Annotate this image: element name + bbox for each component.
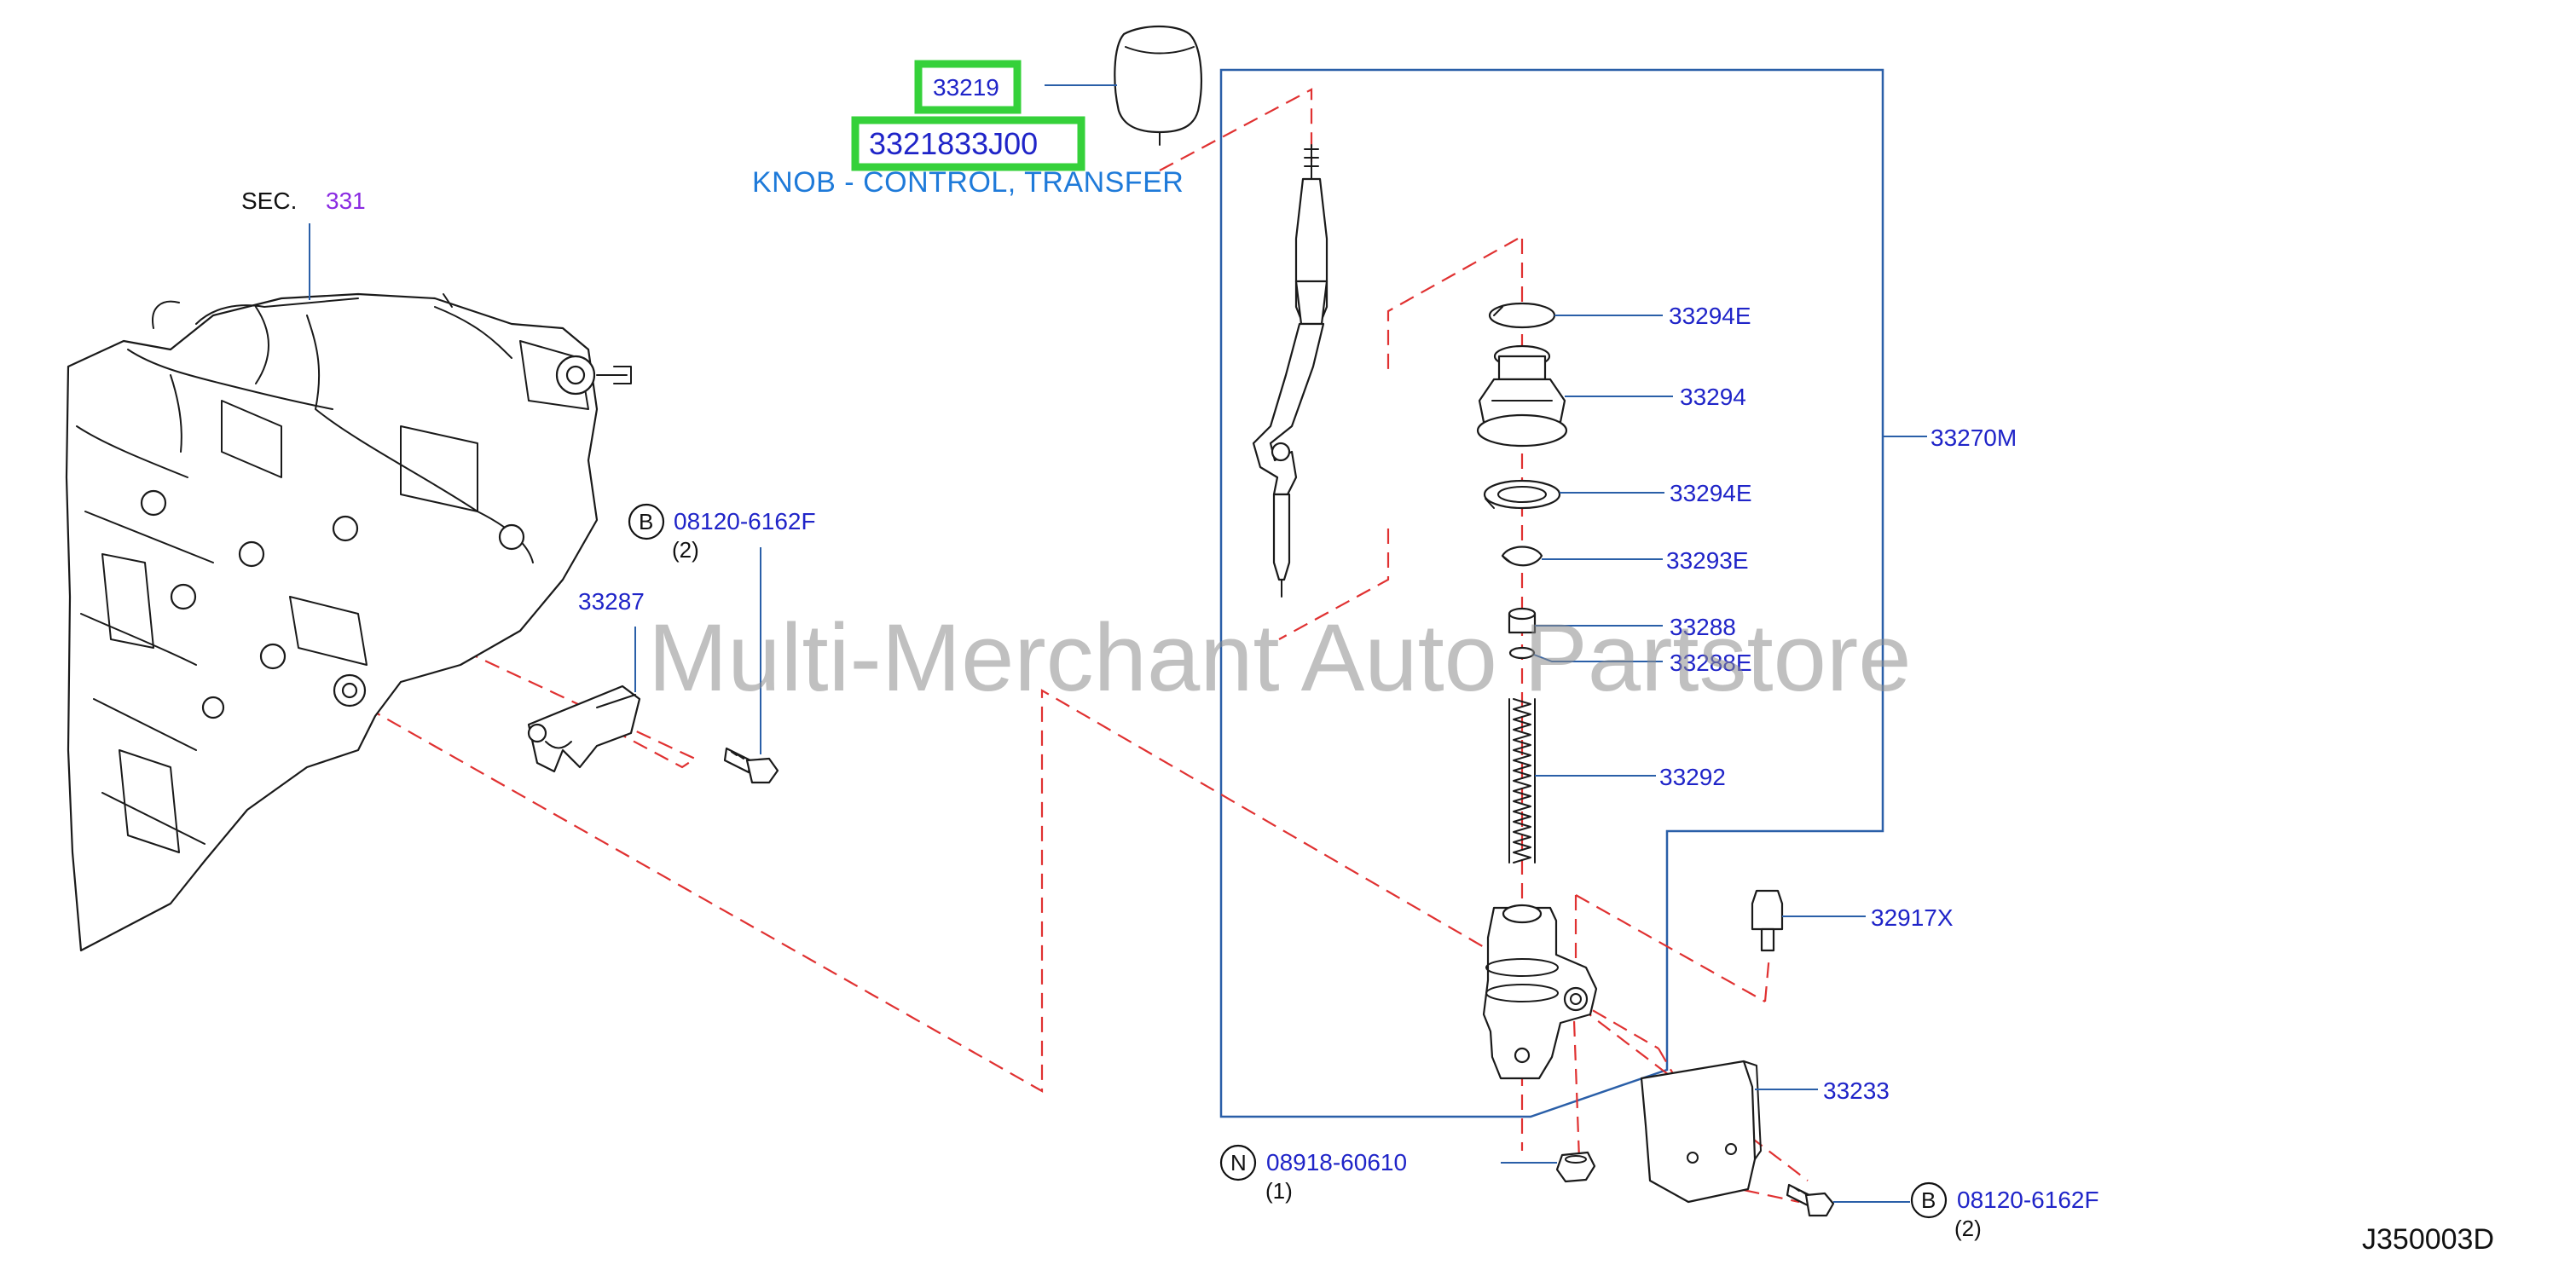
knob-description: KNOB - CONTROL, TRANSFER: [752, 166, 1184, 199]
callout-bolt-top[interactable]: 08120-6162F: [674, 508, 816, 534]
section-prefix: SEC.: [241, 188, 297, 214]
pin-drawing: [1751, 889, 1784, 952]
callout-33294e-top[interactable]: 33294E: [1669, 303, 1751, 329]
lower-housing-drawing: [1482, 904, 1598, 1080]
callout-33294[interactable]: 33294: [1680, 384, 1746, 410]
lower-bracket-drawing: [1640, 1060, 1762, 1204]
knob-part-code[interactable]: 3321833J00: [869, 126, 1038, 161]
callout-bolt-bottom[interactable]: 08120-6162F: [1957, 1187, 2099, 1213]
callout-33270m[interactable]: 33270M: [1931, 425, 2017, 451]
clip-drawing: [1501, 546, 1543, 567]
nut-circle-letter: N: [1230, 1150, 1247, 1175]
bolt-top-circle-icon: [628, 503, 665, 540]
diagram-code: J350003D: [2362, 1223, 2494, 1256]
knob-number-highlight: [914, 60, 1022, 114]
nut-drawing: [1555, 1151, 1596, 1183]
collar-drawing: [1508, 607, 1537, 634]
callout-33288e[interactable]: 33288E: [1670, 650, 1752, 676]
callout-33292[interactable]: 33292: [1659, 764, 1726, 790]
callout-nut[interactable]: 08918-60610: [1266, 1149, 1407, 1175]
nut-qty: (1): [1265, 1178, 1293, 1204]
bolt-bottom-circle-letter: B: [1921, 1187, 1936, 1213]
callout-33233[interactable]: 33233: [1823, 1077, 1890, 1104]
bolt-bottom-drawing: [1786, 1183, 1835, 1217]
callout-33287[interactable]: 33287: [578, 588, 645, 615]
bolt-bottom-qty: (2): [1954, 1216, 1982, 1241]
nut-circle-icon: [1219, 1144, 1257, 1181]
knob-code-highlight: [851, 116, 1085, 171]
callout-33294e-mid[interactable]: 33294E: [1670, 480, 1752, 506]
spring-drawing: [1508, 698, 1536, 864]
shift-lever-drawing: [1252, 144, 1329, 598]
bolt-top-circle-letter: B: [639, 509, 653, 534]
knob-drawing: [1114, 25, 1202, 146]
bolt-top-qty: (2): [672, 537, 699, 563]
callout-32917x[interactable]: 32917X: [1871, 904, 1954, 931]
bushing-drawing: [1476, 344, 1568, 448]
watermark: Multi-Merchant Auto Partstore: [648, 604, 1911, 711]
bolt-bottom-circle-icon: [1910, 1181, 1948, 1219]
snap-ring-top-drawing: [1488, 302, 1556, 329]
assembly-frame-33270m: [1219, 68, 1884, 1118]
section-number-link[interactable]: 331: [326, 188, 366, 214]
transfer-case-drawing: [65, 292, 632, 952]
bracket-33287-drawing: [527, 684, 641, 773]
snap-ring-mid-drawing: [1483, 479, 1561, 510]
collar-ring-drawing: [1508, 646, 1536, 660]
callout-33288[interactable]: 33288: [1670, 614, 1736, 640]
callout-33293e[interactable]: 33293E: [1666, 547, 1749, 574]
bolt-top-drawing: [723, 747, 779, 784]
callout-33219[interactable]: 33219: [933, 74, 999, 101]
